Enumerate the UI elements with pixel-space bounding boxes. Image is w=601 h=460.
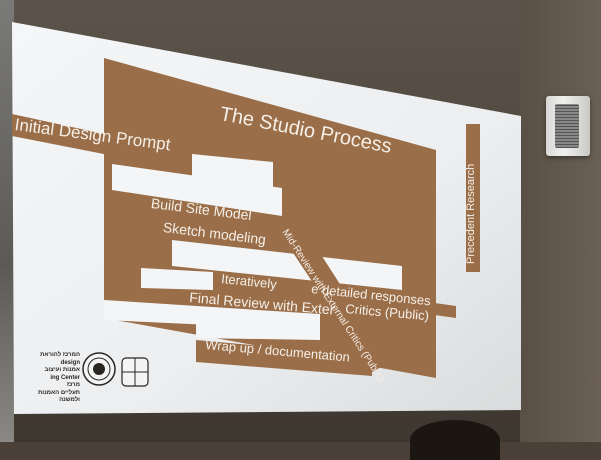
white-block-2 — [112, 164, 282, 216]
org-line: מרכז — [66, 382, 80, 388]
precedent-research-bar — [466, 124, 480, 272]
audience-head — [410, 420, 500, 460]
bar-wrap-up — [196, 340, 372, 376]
room-wall-right — [520, 0, 601, 442]
projection-screen — [12, 22, 521, 414]
org-line: אמנות ועיצוב — [44, 367, 80, 373]
speaker-grille — [555, 104, 579, 148]
chip-logo-icon — [121, 357, 149, 387]
room-left-edge — [0, 0, 14, 442]
org-line: המרכז להוראת — [40, 352, 80, 358]
org-line: design — [60, 359, 80, 366]
footer-org-text: המרכז להוראת design אמנות ועיצוב ing Cen… — [20, 352, 80, 405]
white-block-4 — [141, 268, 213, 290]
bar-initial-design-prompt — [12, 114, 196, 172]
org-line: תעליים האמנות — [37, 389, 80, 396]
wall-speaker — [546, 96, 590, 156]
org-line: ולמשנה — [59, 397, 80, 403]
white-block-6 — [196, 318, 320, 340]
seal-logo-icon — [82, 352, 116, 386]
org-line: ing Center — [50, 374, 80, 381]
label-precedent-research: Precedent Research — [465, 163, 477, 264]
white-block-3 — [172, 240, 402, 290]
bar-mid-review — [278, 222, 390, 372]
